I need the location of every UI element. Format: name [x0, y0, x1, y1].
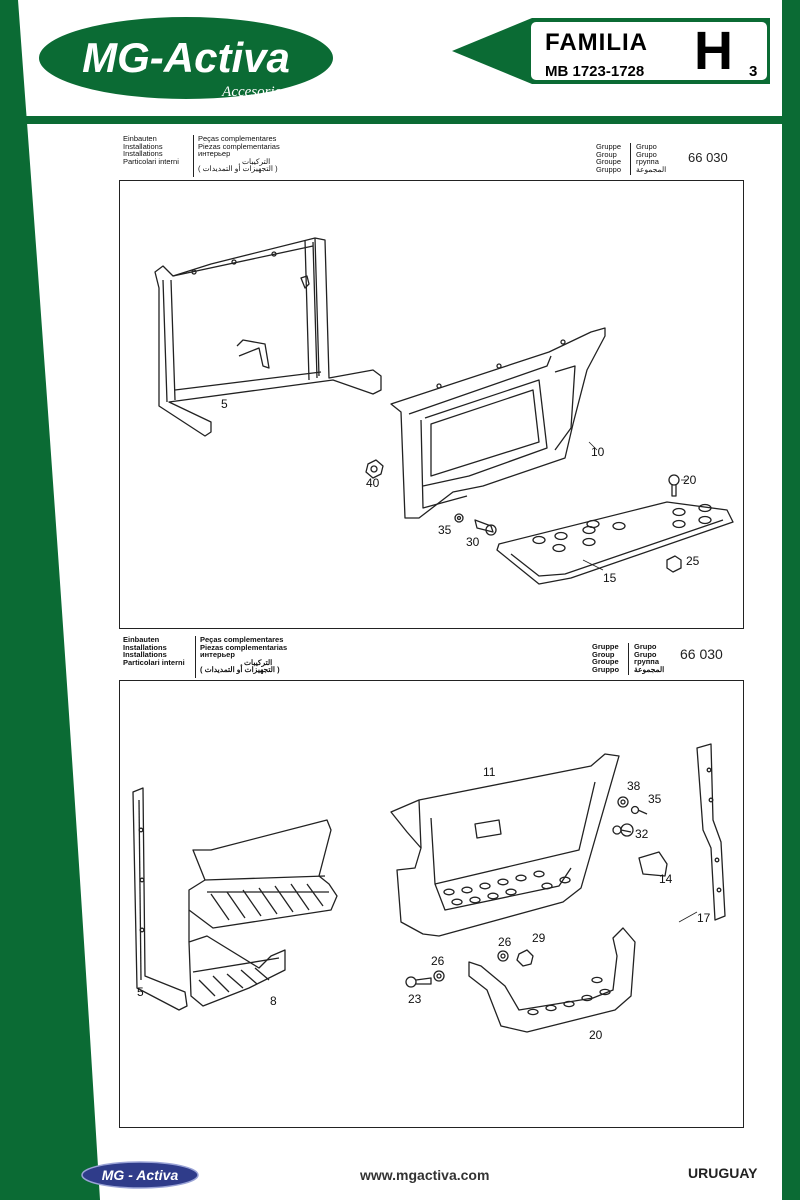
group-label: المجموعة: [634, 664, 665, 674]
group-label: Gruppe: [592, 642, 619, 651]
callout-label: 38: [627, 779, 641, 793]
header-label: Piezas complementarias: [200, 642, 288, 652]
catalog-header-2-right: Peças complementares Piezas complementar…: [200, 636, 287, 674]
group-label: Groupe: [596, 157, 622, 167]
callout-label: 11: [483, 765, 496, 779]
header-label: Einbauten: [123, 635, 160, 644]
familia-letter: H: [694, 21, 733, 81]
callout-label: 29: [532, 931, 546, 945]
header-label: интерьер: [198, 149, 231, 159]
group-label: Gruppo: [596, 164, 622, 174]
group-label: Grupo: [634, 642, 657, 651]
parts-diagram-2: [132, 743, 726, 1033]
header-label: Installations: [123, 642, 167, 652]
catalog-group-1-right: Grupo Grupo группа المجموعة: [636, 143, 666, 173]
callout-label: 17: [697, 911, 711, 925]
familia-title: FAMILIA: [545, 29, 648, 56]
callout-label: 25: [686, 554, 700, 568]
callout-label: 20: [589, 1028, 603, 1042]
svg-text:MG - Activa: MG - Activa: [102, 1167, 179, 1183]
header-label: التركيبات: [244, 657, 273, 667]
svg-text:MG-Activa: MG-Activa: [82, 34, 290, 81]
catalog-header-1-right: Peças complementares Piezas complementar…: [198, 135, 280, 173]
group-separator: [630, 143, 631, 175]
callout-label: 35: [438, 523, 452, 537]
parts-diagram-1: [154, 237, 734, 585]
group-separator: [628, 643, 629, 675]
header-label: Piezas complementarias: [198, 141, 280, 151]
footer-country: URUGUAY: [688, 1165, 758, 1181]
header-label: التركيبات: [242, 156, 271, 166]
svg-text:Accesorios: Accesorios: [221, 84, 288, 100]
group-label: Grupo: [634, 649, 657, 659]
group-label: группа: [634, 657, 660, 667]
header-label: Peças complementares: [200, 635, 284, 644]
callout-label: 5: [137, 985, 144, 999]
header-label: Installations: [123, 149, 163, 159]
callout-label: 14: [659, 872, 673, 886]
familia-badge: [452, 18, 770, 84]
group-number-2: 66 030: [680, 646, 723, 662]
callout-label: 5: [221, 397, 228, 411]
callout-label: 8: [270, 994, 277, 1008]
header-label: ( التجهيزات أو التمديدات ): [200, 665, 280, 675]
group-label: Gruppo: [592, 664, 620, 674]
familia-number: 3: [749, 63, 758, 80]
header-label: Installations: [123, 650, 167, 660]
callout-label: 35: [648, 792, 662, 806]
header-label: Peças complementares: [198, 134, 277, 143]
callout-label: 26: [431, 954, 445, 968]
footer-logo: MG - Activa: [81, 1161, 199, 1189]
catalog-header-1-left: Einbauten Installations Installations Pa…: [123, 135, 179, 165]
group-label: группа: [636, 157, 659, 167]
group-label: Grupo: [636, 142, 657, 151]
catalog-group-2-right: Grupo Grupo группа المجموعة: [634, 643, 664, 673]
catalog-group-2-left: Gruppe Group Groupe Gruppo: [592, 643, 619, 673]
header-separator: [193, 135, 194, 177]
group-label: Gruppe: [596, 142, 622, 151]
group-label: Grupo: [636, 149, 657, 159]
header-label: Einbauten: [123, 134, 157, 143]
header-label: Particolari interni: [123, 657, 185, 667]
callout-label: 40: [366, 476, 380, 490]
callout-label: 15: [603, 571, 617, 585]
callout-label: 32: [635, 827, 649, 841]
footer-url[interactable]: www.mgactiva.com: [360, 1167, 490, 1183]
header-label: интерьер: [200, 650, 235, 660]
mg-activa-logo: MG-Activa Accesorios: [37, 15, 335, 101]
callout-label: 30: [466, 535, 480, 549]
header-label: Particolari interni: [123, 156, 179, 166]
group-number-1: 66 030: [688, 150, 728, 165]
diagram-frame-2: [119, 680, 744, 1128]
group-label: المجموعة: [636, 164, 667, 174]
group-label: Groupe: [592, 657, 619, 667]
group-label: Group: [596, 149, 617, 159]
callout-label: 26: [498, 935, 512, 949]
header-label: ( التجهيزات أو التمديدات ): [198, 164, 278, 174]
familia-subtitle: MB 1723-1728: [545, 63, 645, 80]
header-label: Installations: [123, 141, 163, 151]
catalog-group-1-left: Gruppe Group Groupe Gruppo: [596, 143, 621, 173]
group-label: Group: [592, 649, 615, 659]
callout-label: 10: [591, 445, 605, 459]
catalog-header-2-left: Einbauten Installations Installations Pa…: [123, 636, 185, 666]
callout-label: 20: [683, 473, 697, 487]
callout-label: 23: [408, 992, 422, 1006]
header-separator: [195, 636, 196, 678]
